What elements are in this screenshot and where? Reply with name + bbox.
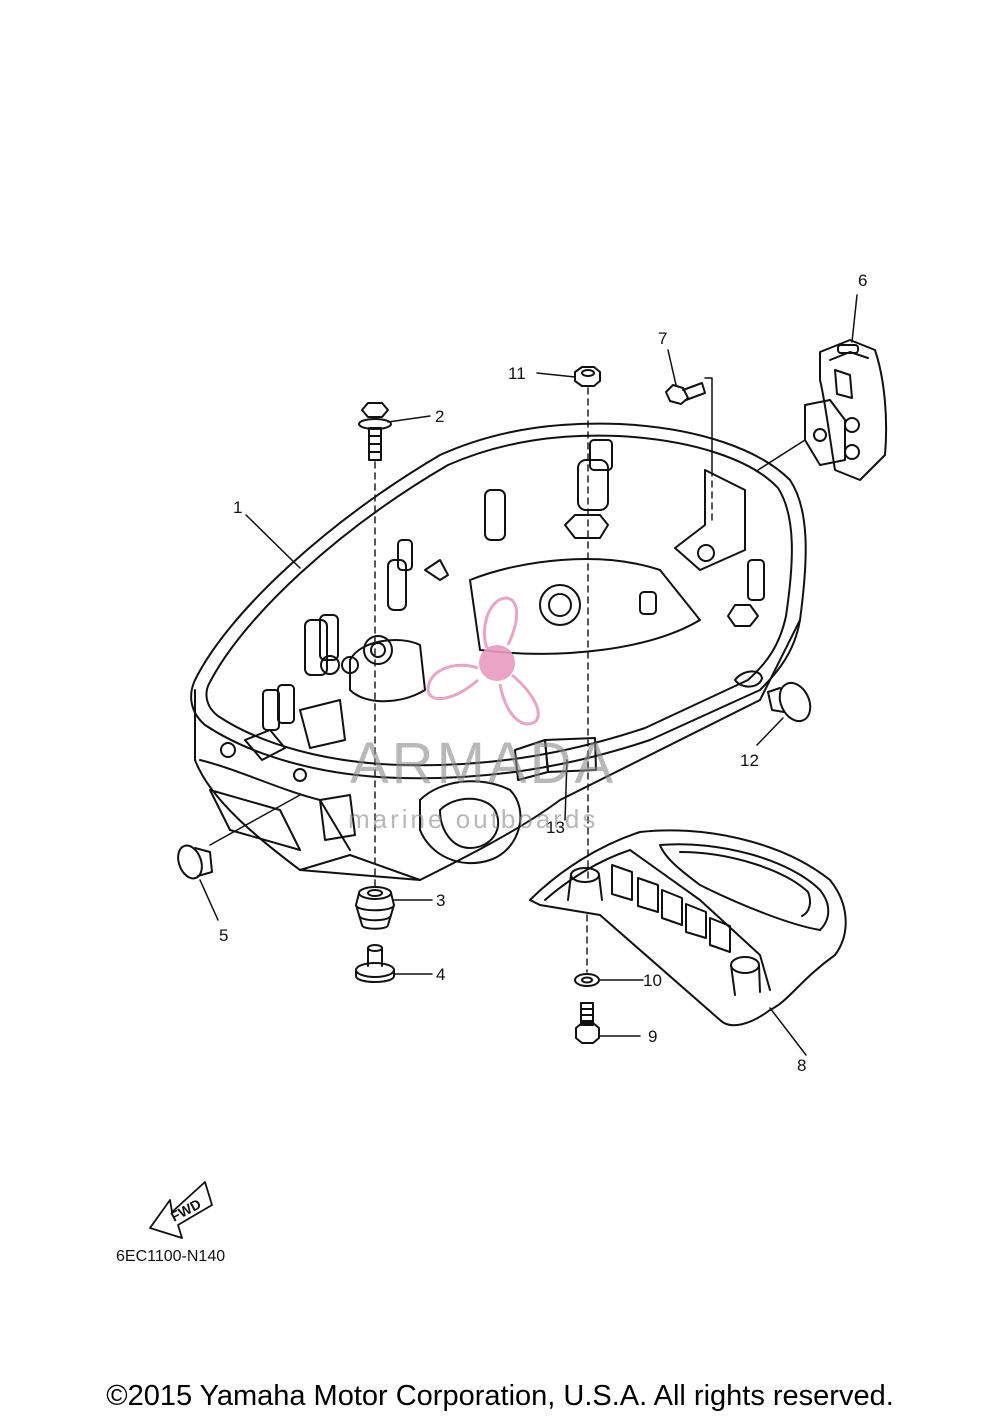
collar-part bbox=[355, 944, 395, 983]
carrying-handle-part bbox=[529, 829, 847, 1027]
watermark-tagline: marine outboards bbox=[348, 804, 599, 834]
fwd-arrow-icon: FWD bbox=[149, 1181, 213, 1239]
callout-12: 12 bbox=[740, 751, 759, 770]
bolt-lower-part bbox=[575, 1002, 600, 1044]
grommet-part bbox=[355, 886, 395, 930]
callout-13: 13 bbox=[546, 818, 565, 837]
copyright-notice: ©2015 Yamaha Motor Corporation, U.S.A. A… bbox=[106, 1380, 894, 1412]
bottom-cowling-part bbox=[190, 422, 807, 881]
callout-11: 11 bbox=[508, 364, 526, 383]
callout-6: 6 bbox=[858, 271, 868, 290]
plug-right-part bbox=[767, 681, 812, 723]
callout-4: 4 bbox=[436, 965, 446, 984]
diagram-code: 6EC1100-N140 bbox=[116, 1248, 226, 1265]
callout-10: 10 bbox=[643, 971, 662, 990]
screw-part bbox=[665, 382, 706, 405]
nut-part bbox=[574, 366, 601, 387]
bracket-part bbox=[804, 339, 888, 481]
leader-lines bbox=[199, 294, 858, 1056]
bolt-part bbox=[358, 402, 392, 461]
alignment-lines bbox=[374, 387, 713, 973]
callout-3: 3 bbox=[436, 891, 446, 910]
callout-9: 9 bbox=[648, 1027, 658, 1046]
callout-5: 5 bbox=[219, 926, 229, 945]
callout-7: 7 bbox=[658, 329, 668, 348]
propeller-logo-icon bbox=[426, 596, 540, 726]
watermark-brand: ARMADA bbox=[350, 731, 617, 796]
washer-part bbox=[574, 973, 600, 987]
callout-8: 8 bbox=[797, 1056, 807, 1075]
callout-1: 1 bbox=[233, 498, 243, 517]
plug-left-part bbox=[177, 844, 213, 880]
callout-2: 2 bbox=[435, 407, 445, 426]
